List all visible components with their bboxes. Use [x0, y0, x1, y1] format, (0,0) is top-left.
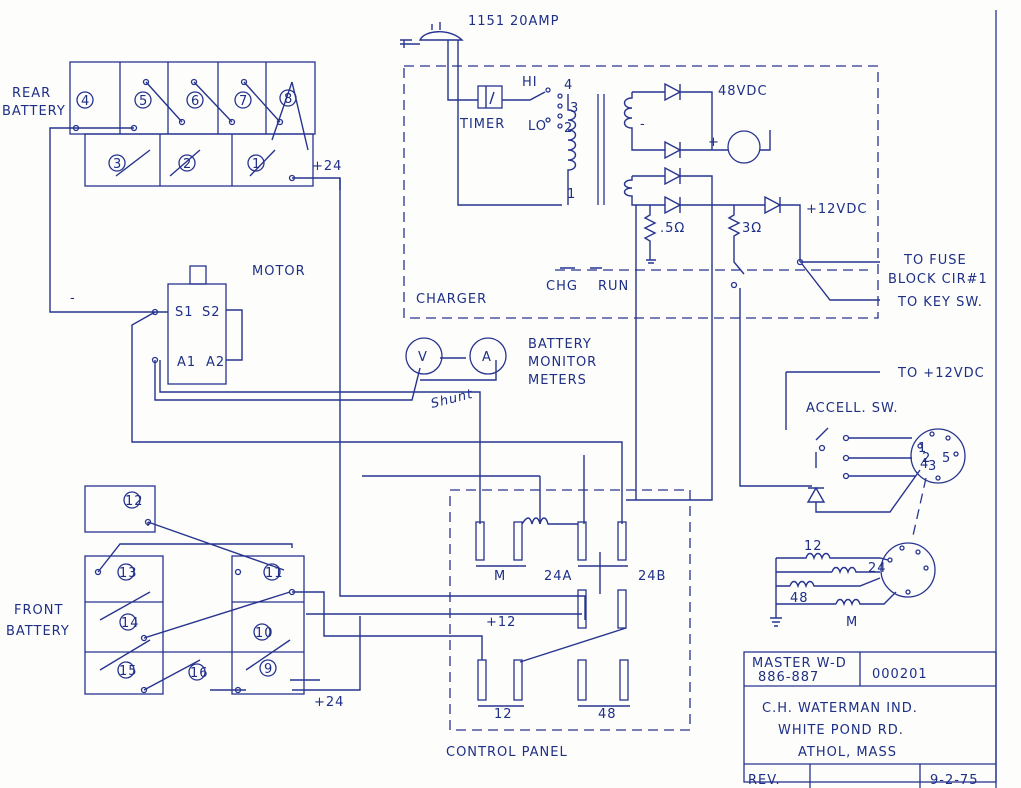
drawing-number: 000201 [872, 667, 928, 682]
vdc48-label: 48VDC [718, 84, 768, 99]
motor [151, 265, 243, 385]
winding-48: 48 [790, 591, 809, 606]
drawing-date: 9-2-75 [930, 773, 978, 788]
charger-unit [403, 65, 880, 501]
front-cell-11: 11 [265, 566, 284, 581]
winding-m: M [846, 615, 858, 630]
rear-plus24-label: +24 [312, 159, 342, 174]
ammeter-label: A [482, 350, 492, 365]
contactor-24a: 24A [544, 569, 572, 584]
motor-s1: S1 [175, 305, 194, 320]
front-battery-pack [84, 485, 320, 695]
front-cell-10: 10 [255, 626, 274, 641]
rear-cell-1: 1 [252, 157, 261, 172]
to-fuse-label-1: TO FUSE [903, 253, 967, 268]
rear-battery-label-1: REAR [12, 86, 51, 101]
model-number: 1151 [468, 14, 505, 29]
charger-plus: + [708, 135, 720, 150]
contactor-m: M [494, 569, 506, 584]
meters-label-1: BATTERY [528, 337, 592, 352]
tap-4: 4 [564, 78, 573, 93]
plug-pin-5: 5 [942, 451, 951, 466]
chg-label: CHG [546, 279, 578, 294]
plus12-label: +12 [486, 615, 516, 630]
ac-plug [400, 22, 562, 206]
accel-label: ACCELL. SW. [806, 401, 899, 416]
resistor-05-label: .5Ω [660, 221, 685, 236]
to-fuse-label-2: BLOCK CIR#1 [888, 272, 988, 287]
rear-cell-4: 4 [81, 94, 90, 109]
rear-cell-7: 7 [239, 94, 248, 109]
front-battery-label-2: BATTERY [6, 624, 70, 639]
tap-2: 2 [564, 121, 573, 136]
motor-minus: - [70, 291, 76, 306]
front-cell-12: 12 [125, 494, 144, 509]
charger-label: CHARGER [416, 292, 487, 307]
front-battery-label-1: FRONT [14, 603, 63, 618]
plug-pin-2: 2 [922, 451, 931, 466]
control-panel-label: CONTROL PANEL [446, 745, 568, 760]
front-cell-14: 14 [121, 616, 140, 631]
winding-24: 24 [868, 561, 887, 576]
motor-label: MOTOR [252, 264, 306, 279]
company-name: C.H. WATERMAN IND. [762, 701, 918, 716]
front-cell-16: 16 [190, 666, 209, 681]
tap-lo: LO [528, 119, 547, 134]
front-plus24-label: +24 [314, 695, 344, 710]
rear-cell-5: 5 [139, 94, 148, 109]
rear-cell-3: 3 [113, 157, 122, 172]
title-block [743, 10, 997, 788]
run-label: RUN [598, 279, 629, 294]
rear-battery-pack [69, 61, 316, 187]
meters-label-3: METERS [528, 373, 587, 388]
to-key-label: TO KEY SW. [897, 295, 983, 310]
plug-pin-1: 1 [918, 441, 927, 456]
winding-12: 12 [804, 539, 823, 554]
company-street: WHITE POND RD. [778, 723, 904, 738]
resistor-3-label: 3Ω [742, 221, 762, 236]
timer-label: TIMER [459, 117, 505, 132]
front-cell-13: 13 [119, 566, 138, 581]
battery-monitor-meters [405, 337, 507, 375]
plug-pin-4: 4 [920, 457, 929, 472]
accel-switch [739, 288, 966, 627]
rear-cell-6: 6 [191, 94, 200, 109]
rear-cell-8: 8 [284, 92, 293, 107]
main-wiring [49, 81, 623, 620]
shunt-label: Shunt [429, 387, 474, 412]
voltmeter-label: V [418, 350, 428, 365]
front-wiring [292, 591, 627, 691]
motor-a1: A1 [177, 355, 196, 370]
front-cell-15: 15 [119, 664, 138, 679]
front-cell-9: 9 [264, 662, 273, 677]
charger-minus: - [640, 117, 646, 132]
rear-cell-2: 2 [183, 157, 192, 172]
contactor-24b: 24B [638, 569, 666, 584]
tap-hi: HI [522, 75, 538, 90]
contactor-12: 12 [494, 707, 513, 722]
master-label-1: MASTER W-D [752, 656, 847, 671]
control-panel [449, 489, 691, 731]
motor-a2: A2 [206, 355, 225, 370]
plug-pin-3: 3 [928, 459, 937, 474]
amperage-label: 20AMP [510, 14, 560, 29]
contactor-48: 48 [598, 707, 617, 722]
master-label-2: 886-887 [758, 670, 819, 685]
to12vdc-label: TO +12VDC [897, 366, 985, 381]
meters-label-2: MONITOR [528, 355, 597, 370]
company-city: ATHOL, MASS [798, 745, 897, 760]
tap-1: 1 [567, 187, 576, 202]
motor-s2: S2 [202, 305, 221, 320]
vdc12-label: +12VDC [806, 202, 867, 217]
rev-label: REV. [748, 773, 781, 788]
tap-3: 3 [570, 101, 579, 116]
rear-battery-label-2: BATTERY [2, 104, 66, 119]
